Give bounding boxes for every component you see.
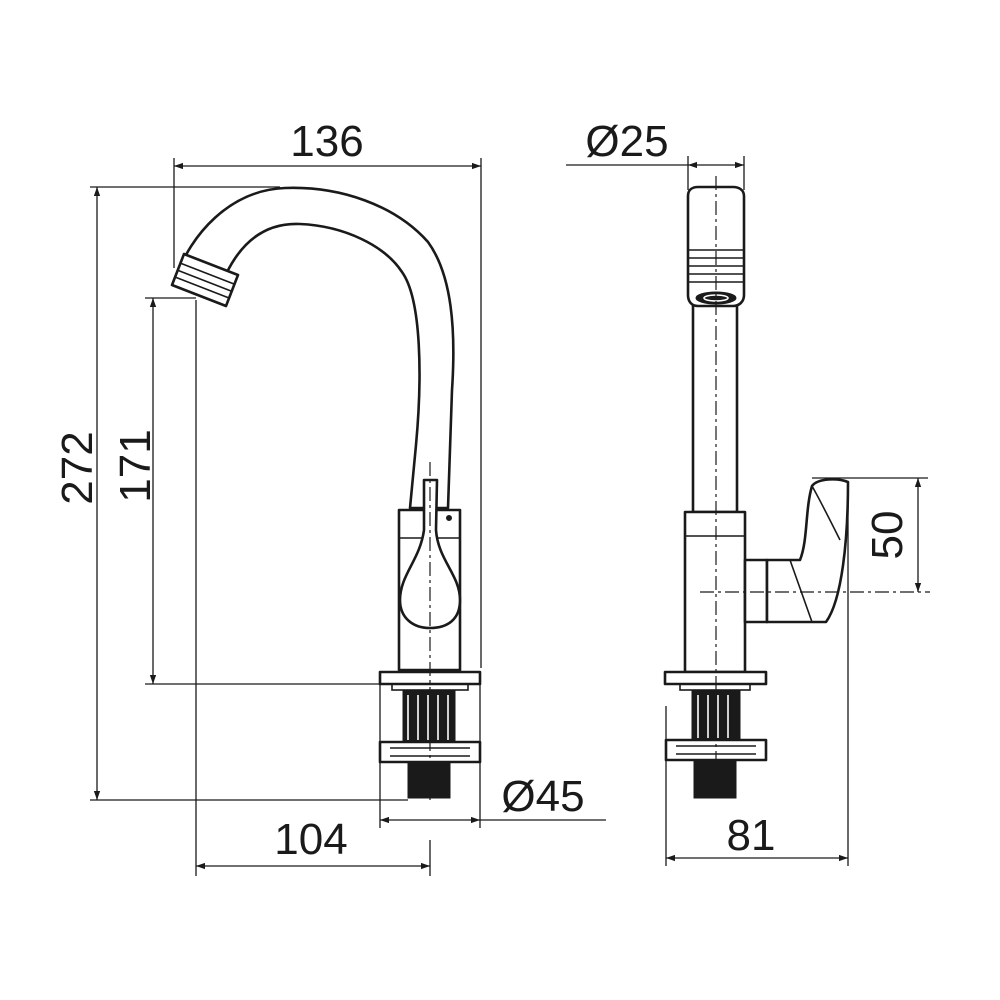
dim-label-base-dia: Ø45 — [501, 772, 584, 821]
front-spout — [174, 186, 455, 510]
side-view — [663, 176, 930, 800]
dim-label-81: 81 — [727, 811, 776, 860]
side-handle — [765, 478, 850, 624]
dim-label-272: 272 — [53, 431, 102, 504]
dim-label-spout-dia: Ø25 — [585, 117, 668, 166]
side-dimensions — [566, 156, 928, 866]
dimension-labels: 136 272 171 104 Ø45 Ø25 50 81 — [53, 117, 912, 864]
front-shank — [402, 689, 456, 746]
dim-label-104: 104 — [274, 815, 347, 864]
front-aerator — [170, 252, 240, 308]
front-dimensions — [90, 158, 606, 876]
dim-label-50: 50 — [863, 511, 912, 560]
front-tail — [407, 761, 451, 799]
dim-label-136: 136 — [290, 117, 363, 166]
side-handle-base — [743, 558, 769, 624]
dim-label-171: 171 — [111, 429, 160, 502]
front-handle — [398, 478, 462, 630]
side-tail — [693, 759, 737, 799]
side-spout — [691, 288, 739, 514]
front-view — [170, 186, 482, 800]
